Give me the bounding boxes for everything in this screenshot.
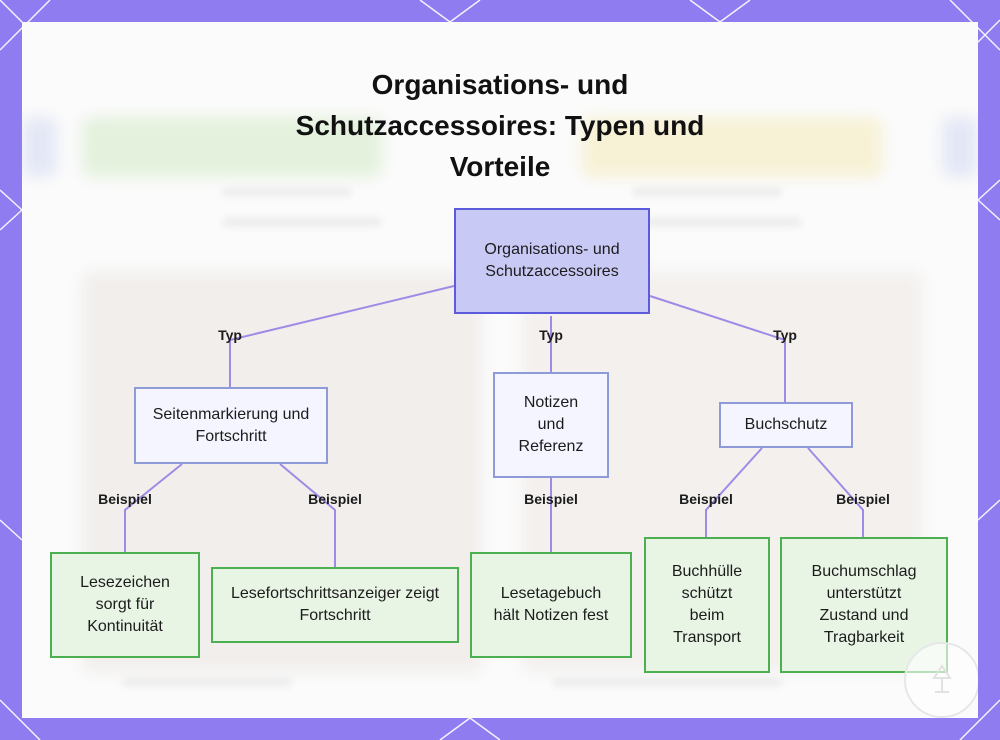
type-node-label: Buchschutz [744, 416, 828, 433]
connector-type1-to-example-1 [124, 463, 183, 554]
example-node-label: Buchumschlag unterstützt Zustand und Tra… [811, 563, 917, 646]
background-blur-panel [22, 117, 57, 177]
edge-label-example-2: Beispiel [308, 491, 362, 507]
edge-label-type-2: Typ [539, 327, 563, 343]
type-node-seitenmarkierung: Seitenmarkierung und Fortschritt [134, 387, 328, 464]
background-blur-line [632, 187, 782, 197]
example-node-lesetagebuch: Lesetagebuch hält Notizen fest [470, 552, 632, 658]
connector-type3-to-example-5 [807, 447, 864, 538]
edge-label-example-4: Beispiel [679, 491, 733, 507]
background-blur-line [632, 217, 802, 227]
background-blur-line [552, 677, 782, 687]
watermark-badge [904, 642, 978, 718]
background-blur-panel [82, 117, 382, 177]
example-node-label: Buchhülle schützt beim Transport [671, 563, 743, 646]
connector-root-to-type-1 [229, 285, 455, 388]
background-blur-panel [942, 117, 978, 177]
background-blur-line [122, 677, 292, 687]
connector-type3-to-example-4 [705, 447, 763, 538]
root-node: Organisations- und Schutzaccessoires [454, 208, 650, 314]
connector-lines [124, 285, 864, 568]
connector-type1-to-example-2 [279, 463, 336, 568]
root-node-label: Organisations- und Schutzaccessoires [484, 241, 620, 280]
example-node-label: Lesezeichen sorgt für Kontinuität [80, 574, 170, 635]
type-node-label: Seitenmarkierung und Fortschritt [152, 405, 310, 445]
edge-label-example-1: Beispiel [98, 491, 152, 507]
edge-label-type-1: Typ [218, 327, 242, 343]
example-node-lesezeichen: Lesezeichen sorgt für Kontinuität [50, 552, 200, 658]
type-node-label: Notizen und Referenz [518, 394, 584, 455]
background-blur-panel [582, 117, 882, 177]
edge-label-type-3: Typ [773, 327, 797, 343]
lamp-icon [932, 664, 952, 693]
connector-root-to-type-3 [649, 295, 786, 402]
edge-label-example-5: Beispiel [836, 491, 890, 507]
example-node-buchhuelle: Buchhülle schützt beim Transport [644, 537, 770, 673]
edge-label-example-3: Beispiel [524, 491, 578, 507]
example-node-lesefortschrittsanzeiger: Lesefortschrittsanzeiger zeigt Fortschri… [211, 567, 459, 643]
type-node-notizen: Notizen und Referenz [493, 372, 609, 478]
diagram-title: Organisations- und Schutzaccessoires: Ty… [295, 69, 705, 182]
example-node-label: Lesefortschrittsanzeiger zeigt Fortschri… [230, 585, 440, 624]
diagram-card: Organisations- und Schutzaccessoires: Ty… [22, 22, 978, 718]
background-blur-line [222, 187, 352, 197]
background-blur-line [222, 217, 382, 227]
example-node-label: Lesetagebuch hält Notizen fest [493, 585, 609, 624]
type-node-buchschutz: Buchschutz [719, 402, 853, 448]
